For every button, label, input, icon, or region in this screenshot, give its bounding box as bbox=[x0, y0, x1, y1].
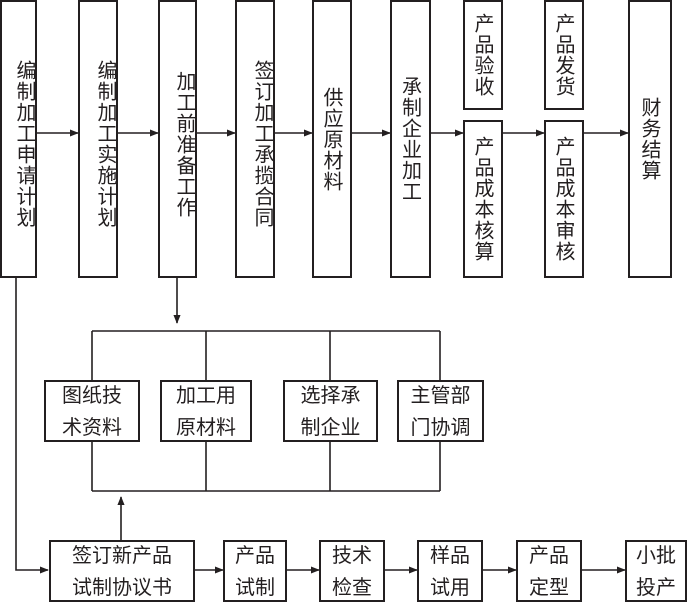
arrow-plan-to-agreement bbox=[15, 277, 49, 574]
implement-plan-box: 编制加工实施计划 bbox=[78, 0, 118, 278]
materials-box: 加工用 原材料 bbox=[160, 380, 252, 442]
sample-trial-box: 样品 试用 bbox=[417, 540, 483, 602]
tech-docs-box: 图纸技 术资料 bbox=[44, 380, 140, 442]
contract-box: 签订加工承揽合同 bbox=[235, 0, 275, 278]
trial-production-box: 产品 试制 bbox=[223, 540, 287, 602]
delivery-box: 产品发货 bbox=[544, 0, 584, 110]
small-batch-box: 小批 投产 bbox=[625, 540, 687, 602]
plan-box: 编制加工申请计划 bbox=[0, 0, 37, 278]
processing-box: 承制企业加工 bbox=[390, 0, 431, 278]
supply-box: 供应原材料 bbox=[312, 0, 352, 278]
finalize-box: 产品 定型 bbox=[516, 540, 582, 602]
settlement-box: 财务结算 bbox=[628, 0, 672, 278]
agreement-box: 签订新产品 试制协议书 bbox=[49, 540, 195, 602]
cost-accounting-box: 产品成本核算 bbox=[463, 120, 503, 278]
cost-review-box: 产品成本审核 bbox=[544, 120, 584, 278]
inspection-box: 技术 检查 bbox=[319, 540, 385, 602]
coordination-box: 主管部 门协调 bbox=[397, 380, 484, 442]
select-enterprise-box: 选择承 制企业 bbox=[283, 380, 378, 442]
acceptance-box: 产品验收 bbox=[463, 0, 503, 110]
preparation-box: 加工前准备工作 bbox=[158, 0, 197, 278]
